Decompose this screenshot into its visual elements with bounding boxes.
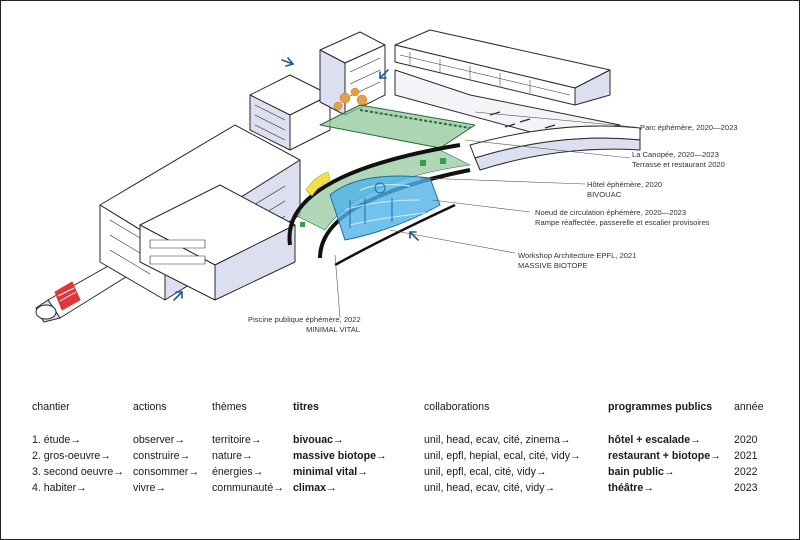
callout-line: La Canopée, 2020—2023 bbox=[632, 150, 719, 159]
arrows bbox=[173, 57, 419, 301]
table-cell: territoire→ bbox=[212, 434, 262, 446]
table-cell: climax→ bbox=[293, 482, 337, 494]
callout-line: MINIMAL VITAL bbox=[305, 325, 360, 334]
right-tower bbox=[394, 29, 611, 106]
column-actions: actions observer→ construire→ consommer→… bbox=[133, 400, 199, 496]
arrow-icon bbox=[281, 57, 295, 67]
table-cell: nature→ bbox=[212, 450, 253, 462]
table-cell: vivre→ bbox=[133, 482, 166, 494]
column-header: collaborations bbox=[424, 401, 490, 413]
arrow-icon bbox=[173, 291, 183, 301]
callout-line: Parc éphémère, 2020—2023 bbox=[640, 123, 738, 132]
column-header: chantier bbox=[32, 401, 70, 413]
table-cell: observer→ bbox=[133, 434, 185, 446]
table-cell: restaurant + biotope→ bbox=[608, 450, 721, 462]
arrow-icon bbox=[409, 231, 419, 241]
table-cell: 3. second oeuvre→ bbox=[32, 466, 124, 478]
curved-building bbox=[469, 125, 641, 171]
table-cell: 2020 bbox=[734, 434, 758, 446]
table-cell: 2023 bbox=[734, 482, 758, 494]
column-titres: titres bivouac→ massive biotope→ minimal… bbox=[293, 400, 387, 496]
callout-line: Workshop Architecture EPFL, 2021 bbox=[518, 251, 637, 260]
column-header: actions bbox=[133, 401, 167, 413]
column-annee: année 2020 2021 2022 2023 bbox=[734, 400, 763, 496]
arrow-icon bbox=[379, 69, 389, 79]
column-collaborations: collaborations unil, head, ecav, cité, z… bbox=[424, 400, 581, 496]
table-cell: hôtel + escalade→ bbox=[608, 434, 701, 446]
callout-hotel: Hôtel éphémère, 2020 BIVOUAC bbox=[587, 180, 662, 200]
yellow-ramp bbox=[305, 171, 331, 197]
table-cell: théâtre→ bbox=[608, 482, 654, 494]
table-cell: énergies→ bbox=[212, 466, 264, 478]
table-cell: bain public→ bbox=[608, 466, 675, 478]
column-programmes: programmes publics hôtel + escalade→ res… bbox=[608, 400, 721, 496]
red-sign-icon bbox=[54, 281, 81, 311]
callout-line: Noeud de circulation éphémère, 2020—2023 bbox=[535, 208, 687, 217]
front-building bbox=[139, 184, 296, 301]
table-cell: minimal vital→ bbox=[293, 466, 368, 478]
table-cell: communauté→ bbox=[212, 482, 284, 494]
table-cell: 2022 bbox=[734, 466, 758, 478]
table-cell: 2021 bbox=[734, 450, 758, 462]
top-left-building bbox=[319, 31, 386, 116]
callout-workshop: Workshop Architecture EPFL, 2021 MASSIVE… bbox=[518, 251, 636, 271]
column-header: année bbox=[734, 401, 764, 413]
table-cell: unil, head, ecav, cité, vidy→ bbox=[424, 482, 556, 494]
callout-line: Terrasse et restaurant 2020 bbox=[632, 160, 725, 169]
column-header: thèmes bbox=[212, 401, 247, 413]
table-cell: consommer→ bbox=[133, 466, 199, 478]
green-canopy bbox=[319, 104, 476, 149]
swimming-pool bbox=[329, 175, 441, 241]
callout-line: Hôtel éphémère, 2020 bbox=[587, 180, 663, 189]
table-cell: unil, epfl, ecal, cité, vidy→ bbox=[424, 466, 547, 478]
table-cell: unil, head, ecav, cité, zinema→ bbox=[424, 434, 571, 446]
table-cell: 2. gros-oeuvre→ bbox=[32, 450, 111, 462]
table-cell: 4. habiter→ bbox=[32, 482, 87, 494]
column-themes: thèmes territoire→ nature→ énergies→ com… bbox=[212, 400, 284, 496]
table-cell: unil, epfl, hepial, ecal, cité, vidy→ bbox=[424, 450, 581, 462]
table-cell: construire→ bbox=[133, 450, 191, 462]
leader-lines bbox=[334, 111, 636, 319]
callout-parc: Parc éphémère, 2020—2023 bbox=[640, 123, 738, 133]
callout-noeud: Noeud de circulation éphémère, 2020—2023… bbox=[535, 208, 710, 228]
callout-piscine: Piscine publique éphémère, 2022 MINIMAL … bbox=[248, 315, 361, 335]
table-cell: massive biotope→ bbox=[293, 450, 387, 462]
column-header: programmes publics bbox=[608, 401, 713, 413]
callout-line: Rampe réaffectée, passerelle et escalier… bbox=[535, 218, 710, 227]
callout-canopee: La Canopée, 2020—2023 Terrasse et restau… bbox=[632, 150, 725, 170]
table-cell: bivouac→ bbox=[293, 434, 344, 446]
column-chantier: chantier 1. étude→ 2. gros-oeuvre→ 3. se… bbox=[32, 400, 124, 496]
column-header: titres bbox=[293, 401, 319, 413]
callout-line: Piscine publique éphémère, 2022 bbox=[248, 315, 361, 324]
table-cell: 1. étude→ bbox=[32, 434, 81, 446]
axonometric-drawing bbox=[35, 29, 641, 323]
trees-orange bbox=[333, 87, 368, 111]
historic-building bbox=[249, 74, 331, 151]
callout-line: BIVOUAC bbox=[587, 190, 622, 199]
callout-line: MASSIVE BIOTOPE bbox=[518, 261, 588, 270]
